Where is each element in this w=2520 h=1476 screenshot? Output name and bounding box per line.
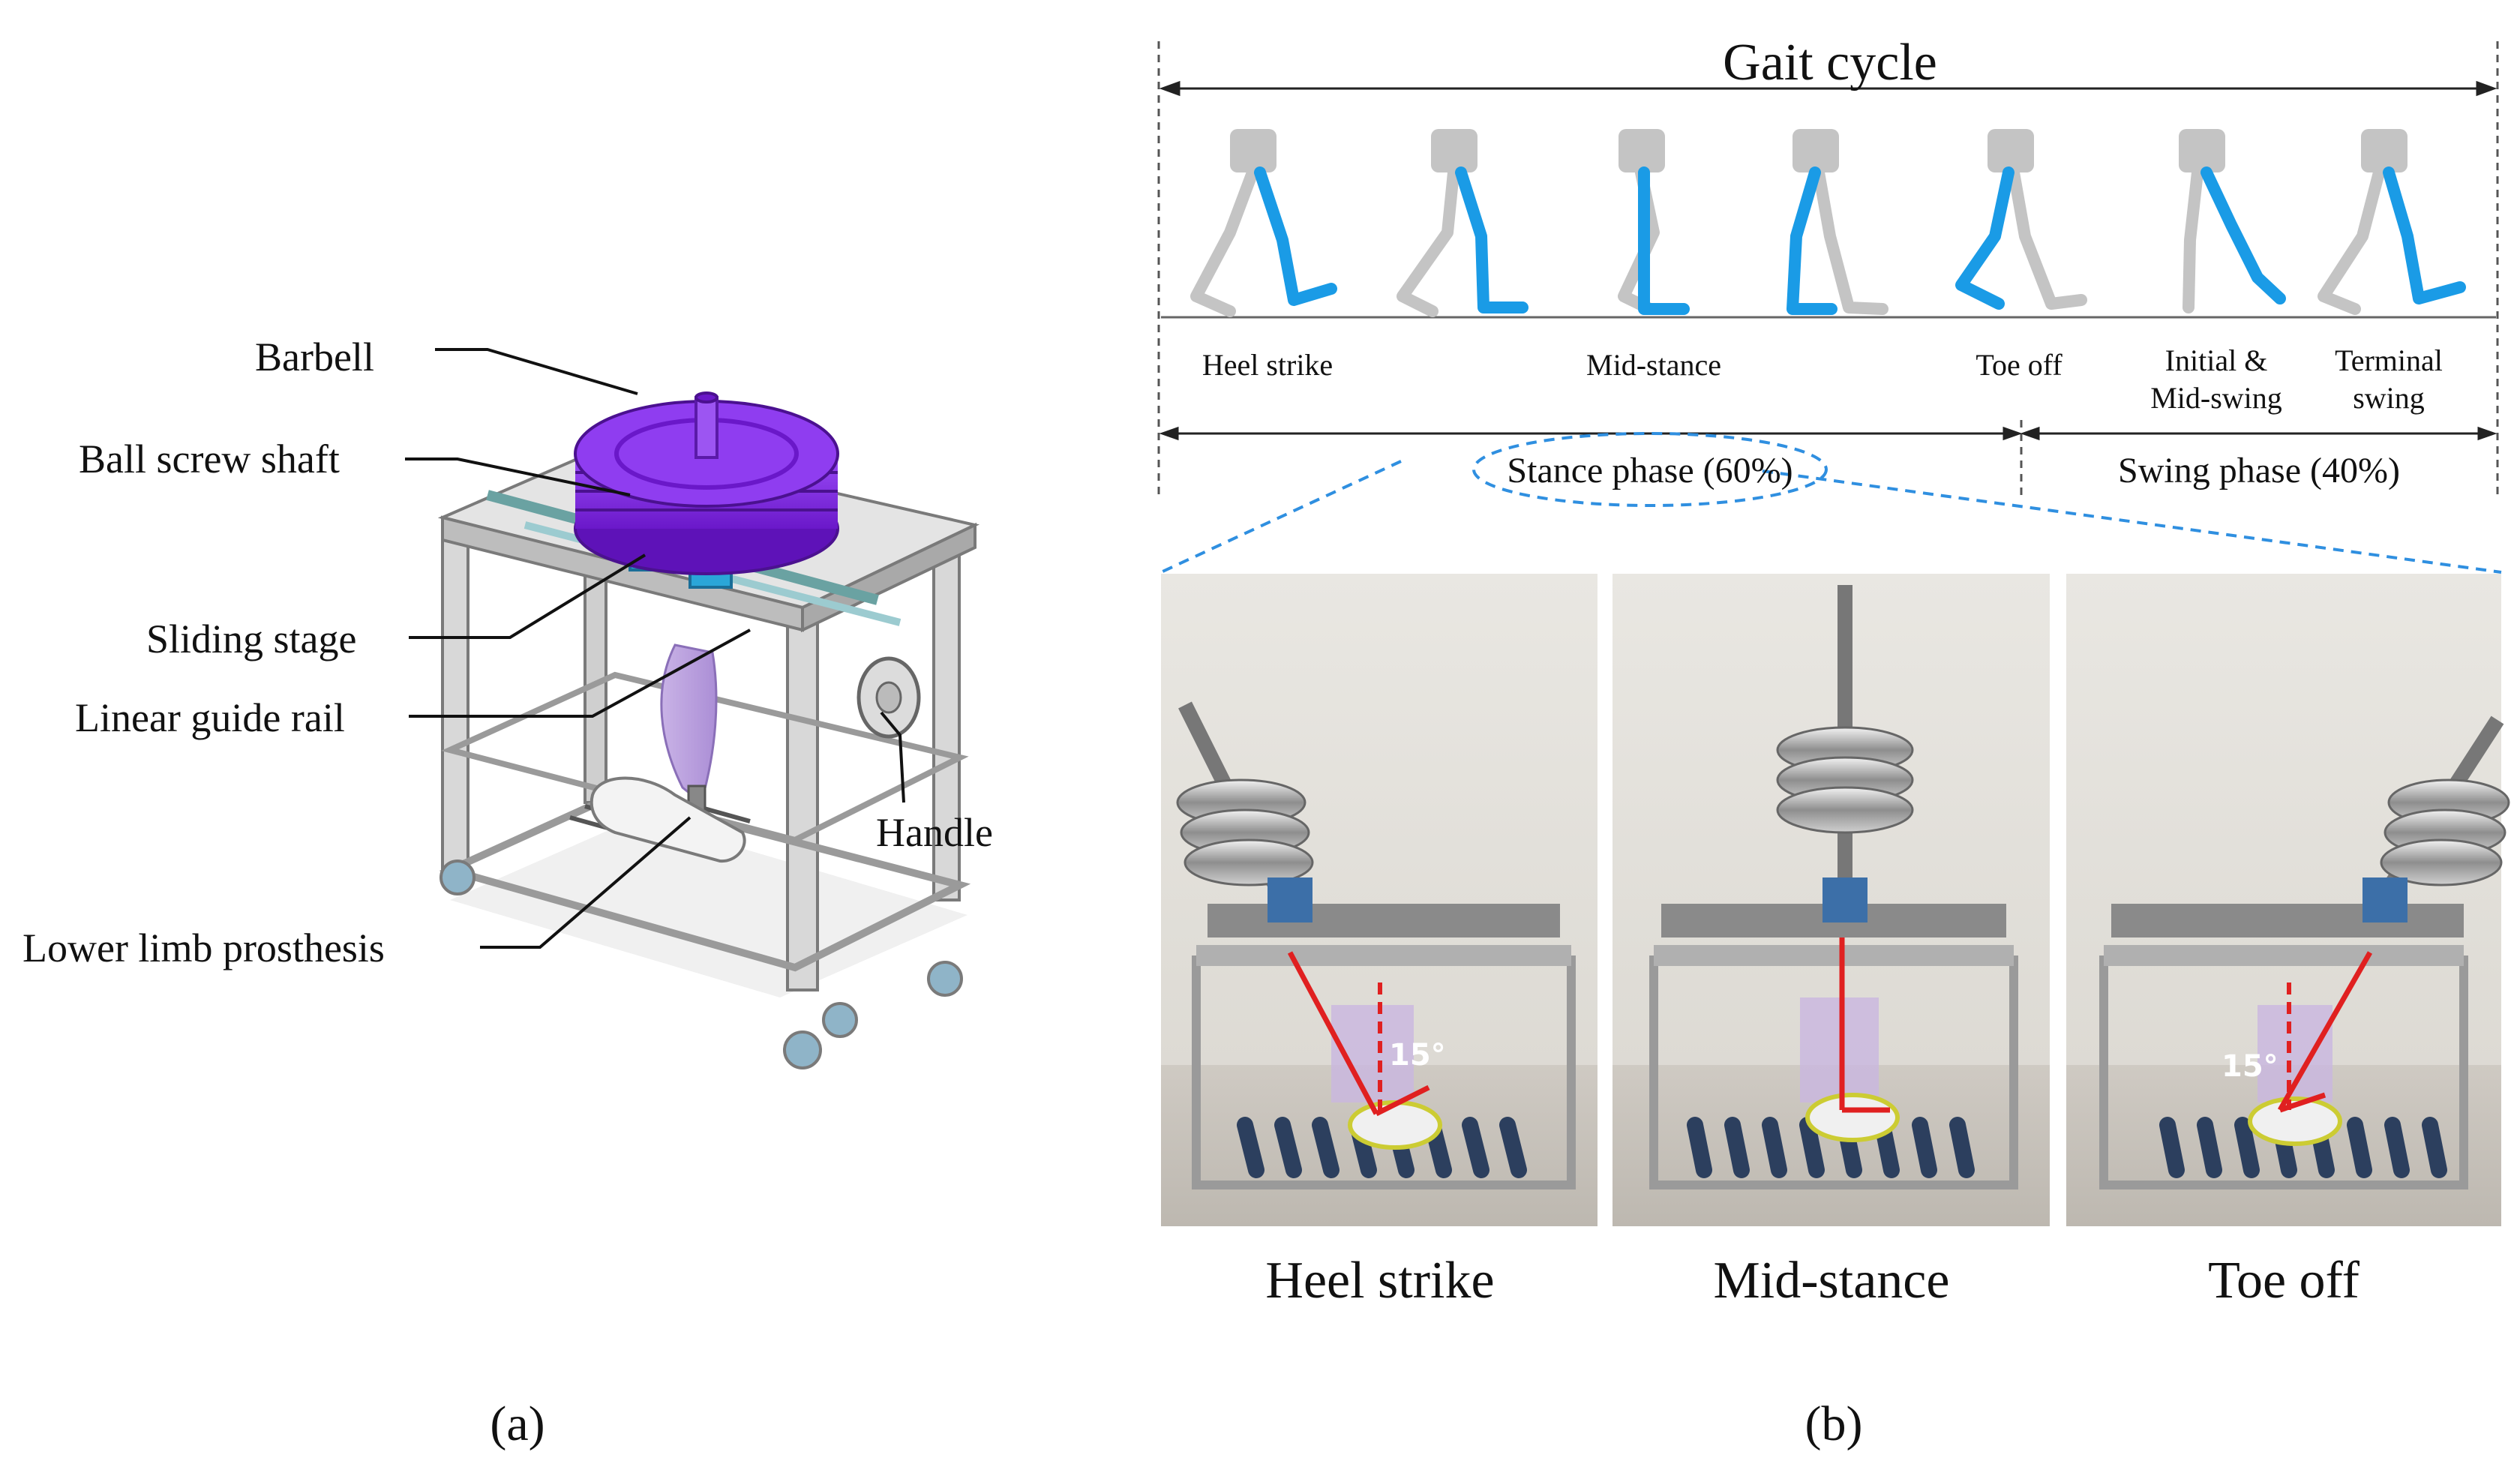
gait-cycle-arrow (1159, 80, 2498, 97)
angle-label-heel-strike: 15° (1389, 1038, 1446, 1072)
label-barbell: Barbell (255, 334, 374, 380)
timeline-bounds (1157, 41, 2499, 499)
swing-phase-label: Swing phase (40%) (2118, 451, 2400, 490)
barbell-part (574, 392, 839, 575)
gait-stick-figures (1190, 129, 2466, 317)
wheel-icon (927, 961, 963, 997)
stick-figure-mid-swing (2179, 129, 2286, 314)
timeline-label-heel-strike: Heel strike (1202, 348, 1333, 382)
panel-a: Barbell Ball screw shaft Sliding stage L… (22, 334, 993, 1451)
label-ball-screw-shaft: Ball screw shaft (79, 436, 340, 482)
stick-figure-terminal-stance (1786, 129, 1888, 315)
caption-a: (a) (490, 1396, 544, 1451)
label-lower-limb-prosthesis: Lower limb prosthesis (22, 926, 385, 970)
timeline-label-mid-stance: Mid-stance (1586, 348, 1721, 382)
wheel-icon (440, 860, 476, 896)
photo-caption-toe-off: Toe off (2208, 1252, 2360, 1310)
test-rig-illustration (437, 392, 980, 1070)
timeline-label-initial-mid-swing-2: Mid-swing (2150, 381, 2282, 415)
frame-post-front-right (786, 614, 819, 992)
gait-cycle-title: Gait cycle (1723, 34, 1937, 92)
timeline-label-initial-mid-swing-1: Initial & (2165, 344, 2268, 377)
stick-figure-terminal-swing (2318, 129, 2466, 315)
label-sliding-stage: Sliding stage (146, 616, 357, 662)
angle-line (2277, 951, 2373, 1112)
panel-b: Gait cycle (1157, 34, 2510, 1451)
timeline-label-terminal-swing-1: Terminal (2335, 344, 2443, 377)
stick-figure-heel-strike (1190, 129, 1337, 317)
photo-toe-off: 15° (2066, 574, 2510, 1226)
stance-phase-label: Stance phase (60%) (1507, 451, 1792, 490)
timeline-label-toe-off: Toe off (1976, 348, 2062, 382)
timeline-label-terminal-swing-2: swing (2353, 381, 2425, 415)
label-linear-guide-rail: Linear guide rail (75, 695, 345, 740)
frame-post-front-left (441, 524, 470, 872)
photo-caption-mid-stance: Mid-stance (1714, 1252, 1950, 1310)
shoe (590, 776, 746, 863)
angle-label-toe-off: 15° (2222, 1049, 2278, 1084)
photo-heel-strike: 15° (1161, 574, 1598, 1226)
stick-figure-mid-stance (1618, 129, 1690, 315)
wheel-icon (822, 1002, 858, 1038)
angle-line (1287, 951, 1379, 1115)
stance-zoom-indicator (1160, 432, 2502, 574)
stick-figure-toe-off (1955, 129, 2087, 310)
label-handle: Handle (876, 810, 993, 855)
prosthesis-socket (660, 644, 718, 805)
photo-caption-heel-strike: Heel strike (1265, 1252, 1494, 1310)
caption-b: (b) (1805, 1396, 1863, 1451)
wheel-icon (783, 1030, 822, 1070)
photos: 15° (1161, 574, 2510, 1226)
photo-mid-stance (1612, 574, 2050, 1226)
stick-figure-loading (1396, 129, 1528, 317)
leader-lines (405, 348, 905, 949)
phase-arrows (1159, 426, 2498, 441)
